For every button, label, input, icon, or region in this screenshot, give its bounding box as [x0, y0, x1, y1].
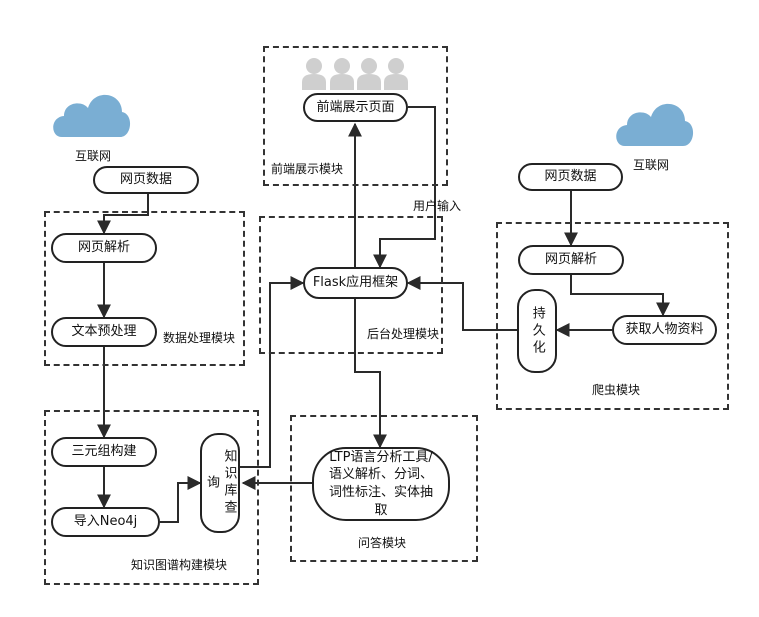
- module-frontend-box: [263, 46, 448, 186]
- internet-label-left: 互联网: [75, 149, 112, 163]
- node-webdata-right: 网页数据: [518, 163, 623, 191]
- node-parse-left: 网页解析: [51, 233, 157, 263]
- node-kb-query-label: 知识库查询: [204, 449, 237, 517]
- node-persist: 持久化: [517, 289, 557, 373]
- module-data-processing-box: [44, 211, 245, 366]
- node-triple: 三元组构建: [51, 437, 157, 467]
- edge-kbquery-flask: [240, 276, 305, 468]
- edge-label-user-input: 用户输入: [413, 199, 462, 213]
- cloud-icon: [616, 103, 694, 146]
- node-flask: Flask应用框架: [303, 267, 408, 299]
- module-label-kg-build: 知识图谱构建模块: [131, 558, 228, 572]
- user-icon: [302, 58, 326, 90]
- node-preprocess: 文本预处理: [51, 317, 157, 347]
- cloud-icon: [53, 94, 131, 137]
- edge-parse-fetch: [570, 275, 670, 317]
- module-label-frontend: 前端展示模块: [271, 162, 344, 176]
- module-label-qa: 问答模块: [358, 536, 407, 550]
- node-frontend-page: 前端展示页面: [303, 93, 408, 122]
- edge-neo4j-kbquery: [160, 476, 202, 523]
- module-label-crawler: 爬虫模块: [592, 383, 641, 397]
- module-crawler-box: [496, 222, 729, 410]
- edge-persist-flask: [406, 276, 517, 331]
- node-fetch-person: 获取人物资料: [612, 315, 717, 345]
- edge-flask-ltp: [354, 299, 387, 449]
- module-label-backend: 后台处理模块: [367, 327, 440, 341]
- user-icon: [330, 58, 354, 90]
- module-kg-build-box: [44, 410, 259, 585]
- internet-label-right: 互联网: [633, 158, 670, 172]
- module-qa-box: [290, 415, 478, 562]
- module-backend-box: [259, 216, 443, 354]
- node-webdata-left: 网页数据: [93, 166, 199, 194]
- node-neo4j: 导入Neo4j: [51, 507, 160, 537]
- edge-webdata-parse-left: [97, 194, 149, 235]
- edge-frontend-flask-user-input: [373, 106, 436, 269]
- user-icon: [384, 58, 408, 90]
- user-icon: [357, 58, 381, 90]
- node-parse-right: 网页解析: [518, 245, 624, 275]
- node-persist-label: 持久化: [529, 305, 545, 357]
- module-label-data-processing: 数据处理模块: [163, 331, 236, 345]
- node-kb-query: 知识库查询: [200, 433, 240, 533]
- node-ltp: LTP语言分析工具/语义解析、分词、词性标注、实体抽取: [312, 447, 450, 521]
